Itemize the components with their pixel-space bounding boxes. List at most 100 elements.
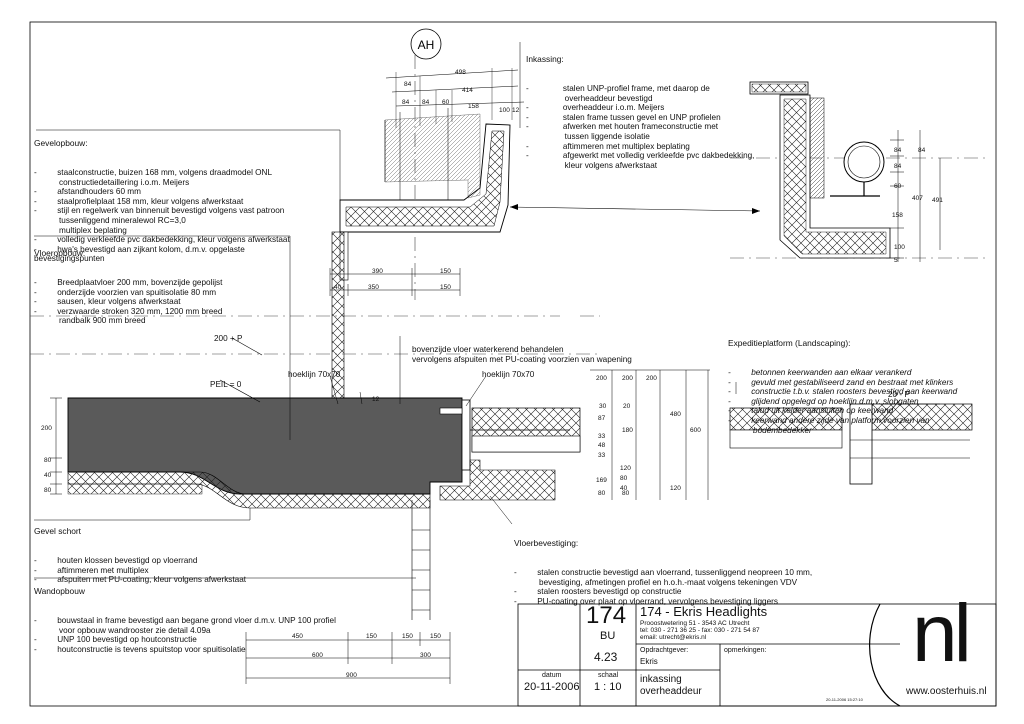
dimension-c600: 600 xyxy=(690,427,701,434)
dimension-top-84b: 84 xyxy=(402,99,410,106)
dimension-c20: 20 xyxy=(623,403,631,410)
dimension-d150b: 150 xyxy=(440,284,451,291)
dimension-r407: 407 xyxy=(912,195,923,202)
dimension-c80a: 80 xyxy=(620,475,628,482)
dimension-top-100: 100 xyxy=(499,107,510,114)
main-section xyxy=(34,42,973,684)
note-line: - houten klossen bevestigd op vloerrand xyxy=(34,555,198,565)
note-line: bovenzijde vloer waterkerend behandelen xyxy=(412,345,564,355)
note-line: overheaddeur bevestigd xyxy=(526,93,653,103)
sheet-border xyxy=(29,21,997,707)
dimension-c40: 40 xyxy=(620,485,628,492)
note-line: - aftimmeren met multiplex xyxy=(34,565,149,575)
dimension-c120b: 120 xyxy=(670,485,681,492)
note-line: - UNP 100 bevestigd op houtconstructie xyxy=(34,635,197,645)
dimension-b150a: 150 xyxy=(366,633,377,640)
label-200p: 200 + P xyxy=(214,334,243,343)
note-line: - PU-coating over plaat op vloerrand, ve… xyxy=(514,596,778,606)
remarks-label: opmerkingen: xyxy=(724,647,767,654)
dimension-top-60: 60 xyxy=(442,99,450,106)
label-hoeklijn-left: hoeklijn 70x70 xyxy=(288,370,341,379)
note-line: bodembedekker xyxy=(728,425,812,435)
dimension-b450: 450 xyxy=(292,633,303,640)
scale-value: 1 : 10 xyxy=(594,681,622,693)
note-line: - afspuiten met PU-coating, kleur volgen… xyxy=(34,575,247,585)
dimension-c80b: 80 xyxy=(598,490,606,497)
vloerbevestiging-block: Vloerbevestiging: - stalen constructie b… xyxy=(514,520,812,616)
note-line: - afwerken met houten frameconstructie m… xyxy=(526,122,719,132)
note-line: - keerwand andere zijde van platform voo… xyxy=(728,415,930,425)
dimension-c180: 180 xyxy=(622,427,633,434)
note-line: - staalprofielplaat 158 mm, kleur volgen… xyxy=(34,196,244,206)
dimension-b150b: 150 xyxy=(402,633,413,640)
website: www.oosterhuis.nl xyxy=(906,686,987,697)
dimension-b150c: 150 xyxy=(430,633,441,640)
note-line: bevestiging, afmetingen profiel en h.o.h… xyxy=(514,577,798,587)
dimension-c48: 48 xyxy=(598,442,606,449)
vloeropbouw-lines: - Breedplaatvloer 200 mm, bovenzijde gep… xyxy=(34,278,222,326)
dimension-top-12: 12 xyxy=(512,107,520,114)
dimension-l200: 200 xyxy=(41,425,52,432)
expeditie-lines: - betonnen keerwanden aan elkaar veranke… xyxy=(728,368,957,435)
top-detail xyxy=(329,68,525,296)
dimension-r84c: 84 xyxy=(894,163,902,170)
inkassing-lines: - stalen UNP-profiel frame, met daarop d… xyxy=(526,84,754,170)
note-line: - talud uit kelder aansluiten op keerwan… xyxy=(728,406,894,416)
dimension-d12: 12 xyxy=(372,396,380,403)
note-line: - overheaddeur i.o.m. Meijers xyxy=(526,103,665,113)
vloeropbouw-block: Vloeropbouw: - Breedplaatvloer 200 mm, b… xyxy=(34,230,222,336)
note-line: - constructie t.b.v. stalen roosters bev… xyxy=(728,387,958,397)
vloerbevestiging-title: Vloerbevestiging: xyxy=(514,538,579,549)
note-line: - afgewerkt met volledig verkleefde pvc … xyxy=(526,151,755,161)
oosterhuis-logo: nl xyxy=(912,588,972,679)
dimension-l40: 40 xyxy=(44,472,52,479)
note-line: multiplex beplating xyxy=(34,225,127,235)
gevelopbouw-title: Gevelopbouw: xyxy=(34,138,88,149)
note-line: - stalen constructie bevestigd aan vloer… xyxy=(514,567,813,577)
wall-panel xyxy=(331,231,345,399)
dimension-r5: 5 xyxy=(894,257,898,264)
dimension-b300: 300 xyxy=(420,652,431,659)
dimension-c30: 30 xyxy=(599,403,607,410)
subject-line2: overheaddeur xyxy=(640,686,702,697)
dimension-c200c: 200 xyxy=(646,375,657,382)
dimension-c480: 480 xyxy=(670,411,681,418)
note-line: tussen liggende isolatie xyxy=(526,131,650,141)
gevelopbouw-lines: - staalconstructie, buizen 168 mm, volge… xyxy=(34,168,290,264)
note-line: vervolgens afspuiten met PU-coating voor… xyxy=(412,354,632,364)
client-label: Opdrachtgever: xyxy=(640,647,689,654)
title-block-frame xyxy=(517,603,997,707)
dimension-top-414: 414 xyxy=(462,87,473,94)
gevelschort-block: Gevel schort - houten klossen bevestigd … xyxy=(34,508,246,594)
wandopbouw-block: Wandopbouw - bouwstaal in frame bevestig… xyxy=(34,568,336,664)
dimension-b600: 600 xyxy=(312,652,323,659)
plot-stamp: 20-11-2006 15:27:10 xyxy=(826,697,863,702)
wandopbouw-lines: - bouwstaal in frame bevestigd aan began… xyxy=(34,616,336,654)
note-line: - betonnen keerwanden aan elkaar veranke… xyxy=(728,367,912,377)
dimension-top-84c: 84 xyxy=(422,99,430,106)
subject-line1: inkassing xyxy=(640,674,682,685)
gevelschort-title: Gevel schort xyxy=(34,526,82,537)
dimension-c169: 169 xyxy=(596,477,607,484)
project-number: 174 xyxy=(586,602,627,629)
dimension-b900: 900 xyxy=(346,672,357,679)
project-address: Prooostwetering 51 - 3543 AC Utrecht xyxy=(640,620,750,627)
note-line: - onderzijde voorzien van spuitisolatie … xyxy=(34,287,217,297)
note-line: tussenliggend mineralewol RC=3,0 xyxy=(34,215,186,225)
note-line: - glijdend opgelegd op hoeklijn d.m.v. s… xyxy=(728,396,919,406)
dimension-c200b: 200 xyxy=(622,375,633,382)
vloeropbouw-title: Vloeropbouw: xyxy=(34,248,86,259)
dimension-d390: 390 xyxy=(372,268,383,275)
project-title: 174 - Ekris Headlights xyxy=(640,604,768,619)
note-line: - gevuld met gestabiliseerd zand en best… xyxy=(728,377,954,387)
note-line: - staalconstructie, buizen 168 mm, volge… xyxy=(34,167,273,177)
note-line: - stalen frame tussen gevel en UNP profi… xyxy=(526,112,721,122)
dimension-top-158: 158 xyxy=(468,103,479,110)
note-line: - stalen UNP-profiel frame, met daarop d… xyxy=(526,83,710,93)
note-line: - bouwstaal in frame bevestigd aan began… xyxy=(34,615,336,625)
connector-arrow xyxy=(509,206,761,212)
note-line: constructiedetaillering i.o.m. Meijers xyxy=(34,177,190,187)
inkassing-block: Inkassing: - stalen UNP-profiel frame, m… xyxy=(526,36,754,180)
